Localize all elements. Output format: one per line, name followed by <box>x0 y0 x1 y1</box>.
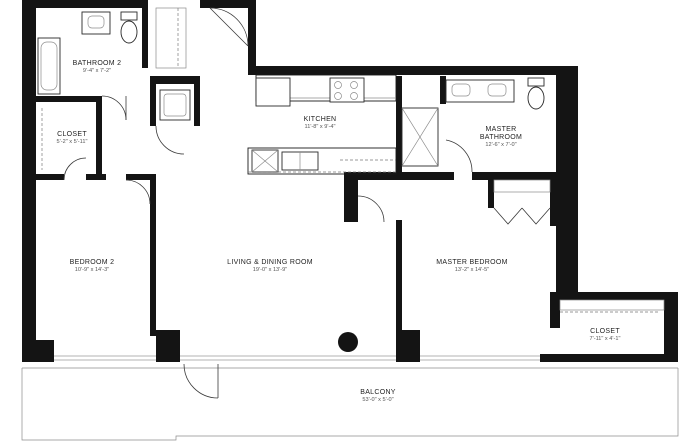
toilet-bath2 <box>120 20 138 44</box>
room-dimensions: 53'-0" x 5'-0" <box>362 397 393 403</box>
walls <box>22 0 678 362</box>
room-name: BEDROOM 2 <box>70 259 115 266</box>
label-balcony: BALCONY 53'-0" x 5'-0" <box>360 389 396 403</box>
room-name-line1: MASTER <box>486 126 517 133</box>
room-dimensions: 12'-6" x 7'-0" <box>485 142 516 148</box>
room-dimensions: 9'-4" x 7'-2" <box>83 68 111 74</box>
label-master-bathroom: MASTER BATHROOM 12'-6" x 7'-0" <box>480 126 522 148</box>
label-bedroom-2: BEDROOM 2 10'-9" x 14'-3" <box>70 259 115 273</box>
structural-column <box>338 332 358 352</box>
room-dimensions: 7'-11" x 4'-1" <box>590 336 621 342</box>
window-line-south <box>54 355 540 361</box>
room-dimensions: 13'-2" x 14'-5" <box>455 267 489 273</box>
sink-bath2 <box>81 11 111 35</box>
refrigerator <box>255 77 291 107</box>
label-closet-right: CLOSET 7'-11" x 4'-1" <box>590 328 621 342</box>
room-dimensions: 11'-8" x 9'-4" <box>305 124 336 130</box>
label-closet-left: CLOSET 5'-2" x 5'-11" <box>57 131 88 145</box>
label-living-dining: LIVING & DINING ROOM 19'-0" x 13'-9" <box>227 259 313 273</box>
room-name: BALCONY <box>360 389 396 396</box>
doors <box>63 7 551 399</box>
room-dimensions: 10'-9" x 14'-3" <box>75 267 109 273</box>
room-dimensions: 5'-2" x 5'-11" <box>57 139 88 145</box>
cooktop <box>329 77 365 103</box>
room-name: MASTER BEDROOM <box>436 259 507 266</box>
room-dimensions: 19'-0" x 13'-9" <box>253 267 287 273</box>
master-vanity <box>445 79 515 103</box>
label-bathroom-2: BATHROOM 2 9'-4" x 7'-2" <box>73 60 122 74</box>
toilet-master <box>527 86 545 110</box>
room-name: CLOSET <box>590 328 620 335</box>
room-name: BATHROOM 2 <box>73 60 122 67</box>
room-name: KITCHEN <box>304 116 337 123</box>
room-name: CLOSET <box>57 131 87 138</box>
bathtub <box>37 37 61 95</box>
fixtures <box>37 11 545 352</box>
label-master-bedroom: MASTER BEDROOM 13'-2" x 14'-5" <box>436 259 507 273</box>
label-kitchen: KITCHEN 11'-8" x 9'-4" <box>304 116 337 130</box>
room-name-line2: BATHROOM <box>480 134 522 141</box>
room-name: LIVING & DINING ROOM <box>227 259 313 266</box>
balcony-outline <box>21 367 679 441</box>
